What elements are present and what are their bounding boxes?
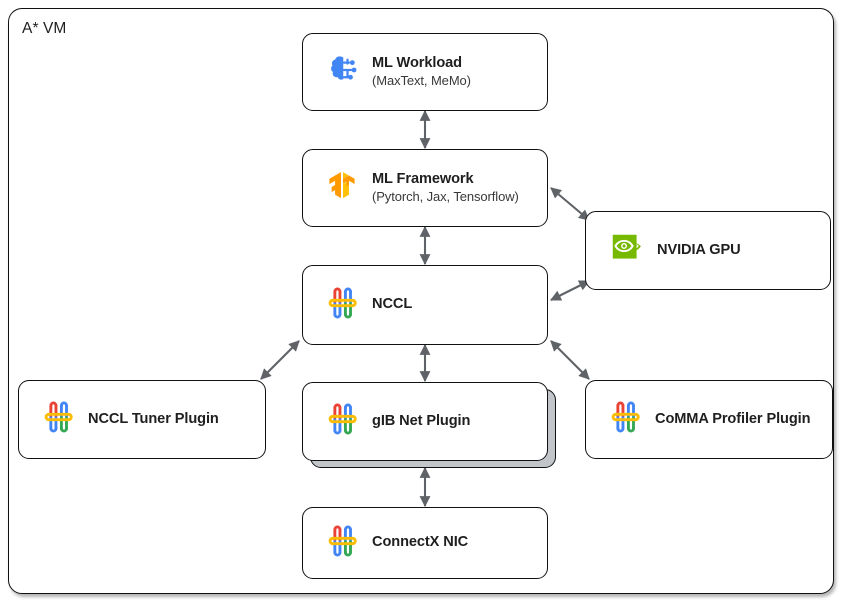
node-subtitle: (MaxText, MeMo) (372, 72, 471, 88)
node-title: NCCL Tuner Plugin (88, 410, 219, 427)
node-title: NVIDIA GPU (657, 241, 741, 258)
node-ml-workload[interactable]: ML Workload (MaxText, MeMo) (302, 33, 548, 111)
node-title: ConnectX NIC (372, 534, 469, 551)
node-nccl[interactable]: NCCL (302, 265, 548, 345)
node-title: ML Framework (372, 171, 474, 188)
node-nvidia-gpu[interactable]: NVIDIA GPU (585, 211, 831, 290)
node-ml-framework[interactable]: ML Framework (Pytorch, Jax, Tensorflow) (302, 149, 548, 227)
google-loops-icon (41, 400, 75, 439)
google-loops-icon (325, 402, 359, 441)
node-title: NCCL (372, 296, 413, 313)
node-comma-profiler-plugin[interactable]: CoMMA Profiler Plugin (585, 380, 833, 459)
node-title: gIB Net Plugin (372, 412, 471, 429)
brain-circuit-icon (325, 53, 359, 92)
google-loops-icon (325, 286, 359, 325)
tensorflow-icon (325, 169, 359, 208)
node-title: CoMMA Profiler Plugin (655, 410, 811, 427)
node-gib-net-plugin[interactable]: gIB Net Plugin (302, 382, 548, 461)
node-connectx-nic[interactable]: ConnectX NIC (302, 507, 548, 579)
node-nccl-tuner-plugin[interactable]: NCCL Tuner Plugin (18, 380, 266, 459)
google-loops-icon (608, 400, 642, 439)
google-loops-icon (325, 524, 359, 563)
node-title: ML Workload (372, 55, 462, 72)
node-subtitle: (Pytorch, Jax, Tensorflow) (372, 188, 519, 204)
vm-frame-title: A* VM (22, 20, 67, 37)
nvidia-icon (608, 233, 644, 268)
